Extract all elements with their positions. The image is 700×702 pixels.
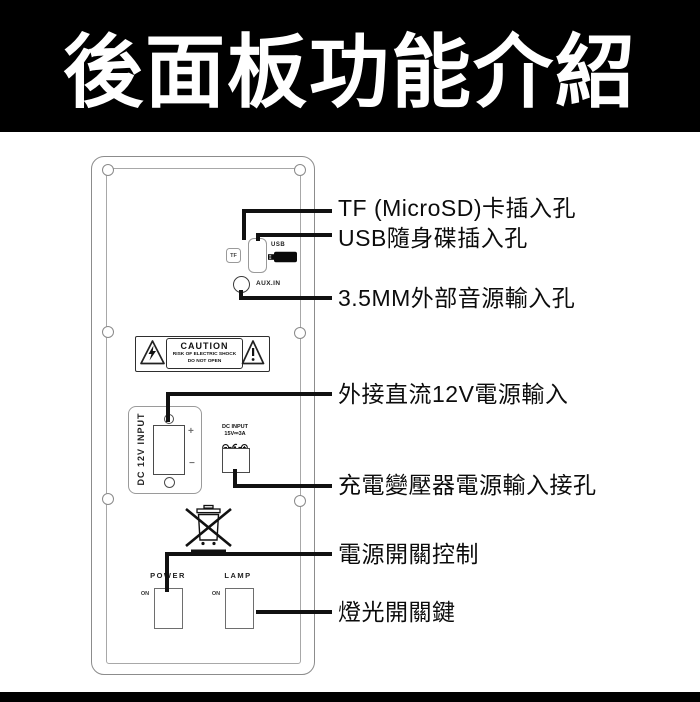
callout-label-usb: USB隨身碟插入孔 <box>338 225 528 251</box>
dc-input-line2: 15V⎓3A <box>224 431 246 437</box>
dc-polarity-icon <box>222 439 248 452</box>
aux-in-label: AUX.IN <box>256 280 281 287</box>
caution-label-plate <box>135 336 270 372</box>
lamp-switch <box>225 588 254 629</box>
screw-icon <box>102 164 114 176</box>
lamp-switch-label: LAMP <box>224 571 252 580</box>
polarity-minus-label: − <box>189 458 195 469</box>
callout-label-lamp: 燈光開關鍵 <box>338 599 456 625</box>
screw-icon <box>102 326 114 338</box>
tf-slot-label: TF <box>230 252 237 259</box>
dc-12v-input-label: DC 12V INPUT <box>136 412 146 486</box>
callout-line-adapter <box>233 484 332 488</box>
callout-line-usb <box>256 233 260 241</box>
usb-port <box>248 238 267 273</box>
weee-crossed-bin-icon <box>183 504 237 556</box>
dc-input-rating-label: DC INPUT 15V⎓3A <box>210 424 260 438</box>
dc-adapter-port <box>222 448 250 473</box>
callout-label-tf: TF (MicroSD)卡插入孔 <box>338 195 576 221</box>
callout-line-usb <box>256 233 332 237</box>
dc-input-line1: DC INPUT <box>222 424 248 430</box>
callout-line-tf <box>242 209 332 213</box>
tf-card-slot: TF <box>226 248 241 263</box>
panel-inner-outline <box>106 168 301 664</box>
lamp-on-label: ON <box>211 591 221 597</box>
screw-icon <box>294 164 306 176</box>
callout-line-dc12v <box>166 392 332 396</box>
callout-line-aux <box>239 296 332 300</box>
caution-line2: DO NOT OPEN <box>187 359 222 364</box>
caution-exclamation-icon <box>241 339 265 366</box>
screw-icon <box>294 327 306 339</box>
callout-label-aux: 3.5MM外部音源輸入孔 <box>338 285 576 311</box>
callout-label-adapter: 充電變壓器電源輸入接孔 <box>338 472 597 498</box>
callout-line-dc12v <box>166 392 170 422</box>
callout-line-power <box>165 552 332 556</box>
dc-12v-input-port <box>153 425 185 475</box>
usb-plug-icon <box>268 250 298 263</box>
power-on-label: ON <box>140 591 150 597</box>
callout-line-aux <box>239 290 243 300</box>
callout-line-tf <box>242 209 246 240</box>
screw-icon <box>294 495 306 507</box>
callout-line-lamp <box>256 610 332 614</box>
callout-label-power: 電源開關控制 <box>338 541 479 567</box>
caution-line1: RISK OF ELECTRIC SHOCK <box>172 352 237 358</box>
callout-label-dc12v: 外接直流12V電源輸入 <box>338 381 569 407</box>
power-switch <box>154 588 183 629</box>
dc-12v-bottom-hole <box>163 477 175 488</box>
dc-12v-input-plate <box>128 406 202 494</box>
polarity-plus-label: + <box>188 426 194 437</box>
usb-port-label: USB <box>271 242 286 248</box>
caution-title: CAUTION <box>180 341 229 352</box>
callout-line-adapter <box>233 469 237 488</box>
footer-bar <box>0 692 700 702</box>
page-title: 後面板功能介紹 <box>63 28 637 117</box>
callout-line-power <box>165 552 169 592</box>
screw-icon <box>102 493 114 505</box>
header-bar <box>0 0 700 132</box>
caution-lightning-icon <box>139 339 166 366</box>
caution-text-box: CAUTION RISK OF ELECTRIC SHOCK DO NOT OP… <box>166 338 243 369</box>
